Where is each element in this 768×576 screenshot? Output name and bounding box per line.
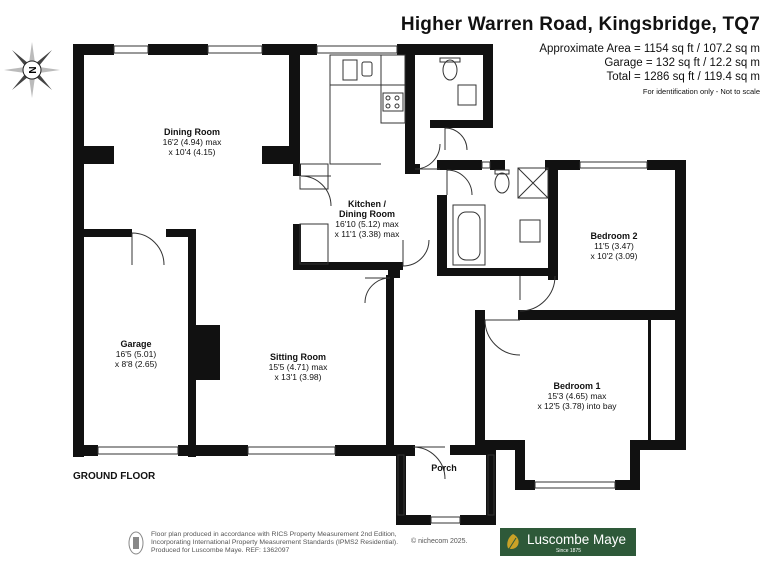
room-bedroom-1: Bedroom 1 15'3 (4.65) max x 12'5 (3.78) … bbox=[537, 381, 616, 411]
room-sitting: Sitting Room 15'5 (4.71) max x 13'1 (3.9… bbox=[269, 352, 328, 382]
doors bbox=[131, 127, 556, 480]
garage-area: Garage = 132 sq ft / 12.2 sq m bbox=[604, 57, 760, 69]
room-dimension: x 11'1 (3.38) max bbox=[334, 229, 400, 239]
copyright: © nichecom 2025. bbox=[411, 538, 468, 545]
windows bbox=[97, 45, 648, 524]
room-name: Garage bbox=[120, 339, 152, 349]
room-dimension: 16'5 (5.01) bbox=[115, 349, 157, 359]
room-garage: Garage 16'5 (5.01) x 8'8 (2.65) bbox=[115, 339, 157, 369]
brand-since: Since 1875 bbox=[556, 548, 582, 554]
room-dimension: 15'5 (4.71) max bbox=[268, 362, 328, 372]
room-dimension: x 8'8 (2.65) bbox=[114, 359, 158, 369]
page-title: Higher Warren Road, Kingsbridge, TQ7 bbox=[400, 14, 760, 35]
room-dimension: x 13'1 (3.98) bbox=[274, 372, 322, 382]
room-dimension: x 10'4 (4.15) bbox=[168, 147, 216, 157]
room-porch: Porch bbox=[431, 463, 457, 473]
footer-line: Produced for Luscombe Maye. REF: 1362097 bbox=[151, 547, 290, 555]
room-kitchen: Kitchen / Dining Room 16'10 (5.12) max x… bbox=[335, 199, 400, 239]
room-name: Dining Room bbox=[163, 127, 220, 137]
footer-line: Incorporating International Property Mea… bbox=[151, 539, 399, 547]
sanitary-fixtures bbox=[439, 57, 549, 266]
room-name: Bedroom 2 bbox=[590, 231, 638, 241]
kitchen-units bbox=[299, 54, 406, 265]
approximate-area: Approximate Area = 1154 sq ft / 107.2 sq… bbox=[539, 43, 760, 55]
compass-rose-icon bbox=[4, 42, 60, 98]
room-name: Porch bbox=[431, 463, 457, 473]
brand-logo: Luscombe Maye Since 1875 bbox=[500, 528, 636, 556]
room-name: Bedroom 1 bbox=[553, 381, 601, 391]
room-dimension: 16'2 (4.94) max bbox=[162, 137, 222, 147]
room-name: Kitchen / bbox=[347, 199, 386, 209]
floor-label: GROUND FLOOR bbox=[73, 471, 156, 482]
room-dimension: 15'3 (4.65) max bbox=[547, 391, 607, 401]
room-dimension: 11'5 (3.47) bbox=[594, 241, 634, 251]
room-dimension: x 12'5 (3.78) into bay bbox=[537, 401, 617, 411]
total-area: Total = 1286 sq ft / 119.4 sq m bbox=[606, 71, 760, 83]
room-dining: Dining Room 16'2 (4.94) max x 10'4 (4.15… bbox=[163, 127, 222, 157]
footer-line: Floor plan produced in accordance with R… bbox=[151, 531, 397, 538]
nichecom-logo-icon bbox=[128, 531, 144, 555]
room-bedroom-2: Bedroom 2 11'5 (3.47) x 10'2 (3.09) bbox=[590, 231, 637, 261]
room-dimension: x 10'2 (3.09) bbox=[590, 251, 638, 261]
compass-north-label: N bbox=[28, 66, 39, 73]
room-dimension: 16'10 (5.12) max bbox=[335, 219, 399, 229]
room-name: Dining Room bbox=[339, 209, 395, 219]
walls bbox=[73, 44, 686, 525]
identification-note: For identification only - Not to scale bbox=[642, 87, 760, 96]
footer-notes: Floor plan produced in accordance with R… bbox=[151, 531, 398, 556]
room-name: Sitting Room bbox=[269, 352, 326, 362]
oak-leaf-icon bbox=[507, 534, 519, 550]
brand-name: Luscombe Maye bbox=[527, 532, 627, 547]
